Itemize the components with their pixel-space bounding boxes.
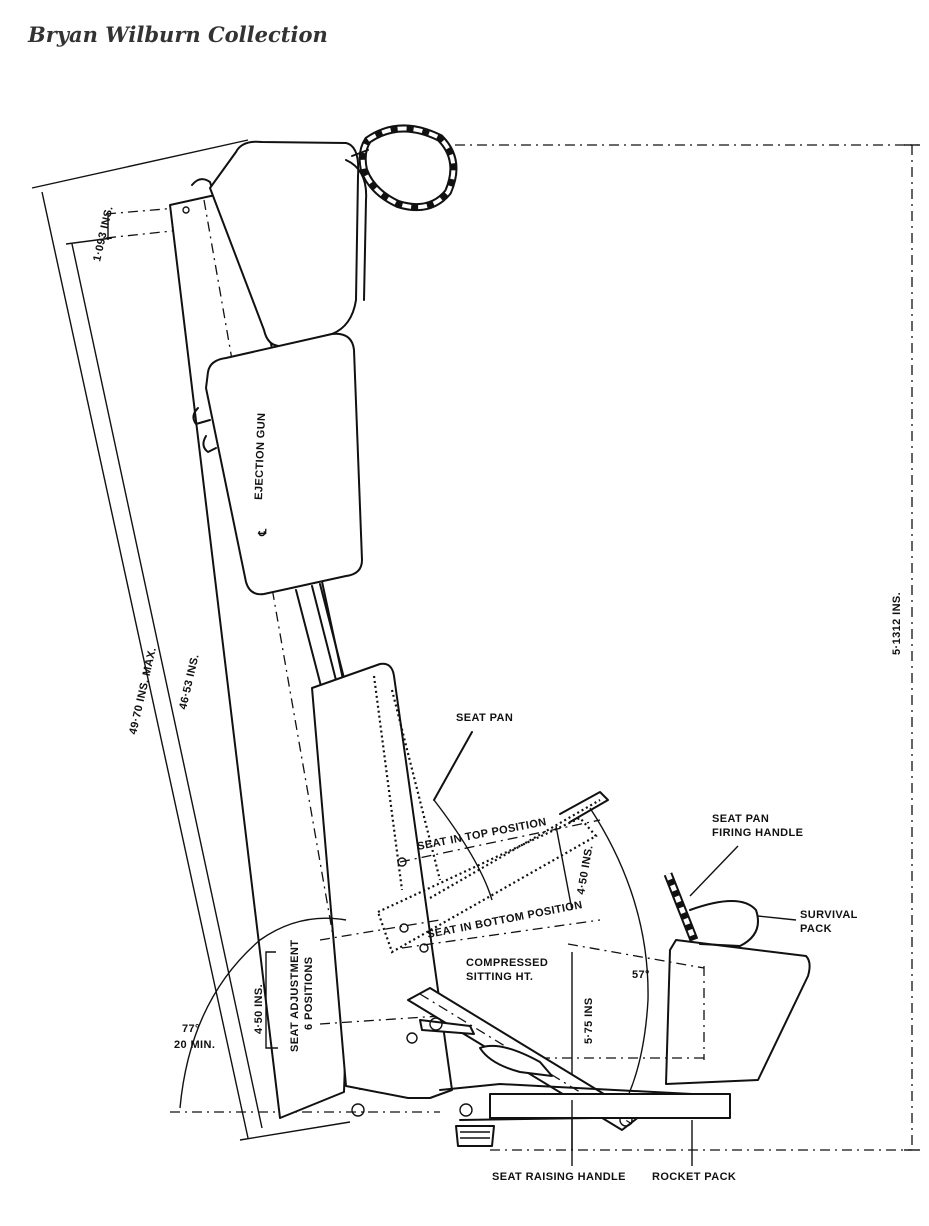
ejection-gun-housing: [205, 332, 363, 596]
seat-handle-top: [559, 791, 609, 823]
headbox-offset-label: 1·093 INS.: [91, 205, 115, 263]
seat-adjustment-label-2: 6 POSITIONS: [303, 957, 315, 1030]
survival-pack-label-2: PACK: [800, 923, 832, 935]
side-lug: [202, 435, 217, 453]
seat-pivot-bottom: [419, 943, 429, 953]
overall-max-dimension-line: [41, 191, 249, 1139]
centerline-symbol: ℄: [257, 528, 269, 537]
seat-pan-label: SEAT PAN: [456, 712, 513, 724]
handle-pivot: [406, 1032, 418, 1044]
seat-pan-dotted-outline: [376, 816, 598, 954]
face-blind-handle-mount: [351, 149, 369, 157]
survival-pack-cushion: [689, 900, 759, 947]
base-pivot: [351, 1103, 365, 1117]
watermark-text: Bryan Wilburn Collection: [27, 22, 328, 47]
overall-height-label: 5·1312 INS.: [891, 592, 903, 655]
firing-handle-label-2: FIRING HANDLE: [712, 827, 803, 839]
rocket-pack: [489, 1093, 731, 1119]
pan-top-line: [567, 943, 705, 969]
adjustment-reference-line: [319, 919, 441, 941]
face-blind-handle: [358, 124, 458, 211]
overall-max-tick-bottom: [239, 1121, 351, 1141]
adjustment-reference-line: [319, 1015, 441, 1025]
rail-bolt: [182, 206, 190, 214]
handle-grip: [479, 1044, 553, 1077]
seat-back-dotted: [372, 675, 404, 891]
base-pivot: [459, 1103, 473, 1117]
seat-pan-leader-curve: [433, 799, 493, 901]
rail-length-tick-top: [65, 237, 113, 245]
headbox: [209, 140, 360, 348]
recline-angle-label-1: 77°: [182, 1023, 200, 1035]
seat-adjustment-label-1: SEAT ADJUSTMENT: [289, 940, 301, 1052]
compressed-sitting-label-1: COMPRESSED: [466, 957, 548, 969]
survival-pack-label-1: SURVIVAL: [800, 909, 858, 921]
handle-pivot: [429, 1017, 443, 1031]
gun-tube: [311, 585, 339, 689]
pan-angle-label: 57°: [632, 969, 650, 981]
rocket-pack-label: ROCKET PACK: [652, 1171, 736, 1183]
seat-bucket: [311, 662, 453, 1099]
recline-angle-arc: [179, 917, 347, 1109]
rocket-nozzle: [455, 1125, 495, 1147]
seat-top-position-line: [399, 819, 601, 863]
survival-pack-leader: [757, 915, 797, 921]
ejection-gun-label: EJECTION GUN: [253, 412, 268, 500]
rail-length-label: 46·53 INS.: [177, 653, 201, 711]
firing-handle: [663, 872, 699, 942]
seat-travel-dimension: [555, 825, 573, 911]
headbox-offset-line-top: [105, 205, 201, 215]
headbox-offset-line-bottom: [105, 227, 201, 239]
face-blind-handle-stripes: [360, 126, 456, 209]
overall-max-tick-top: [31, 139, 249, 189]
seat-pan-leader: [433, 731, 473, 801]
recline-angle-label-2: 20 MIN.: [174, 1039, 215, 1051]
seat-pivot: [399, 923, 409, 933]
firing-handle-label-1: SEAT PAN: [712, 813, 769, 825]
firing-handle-leader: [689, 845, 739, 897]
adjustment-bracket: [265, 951, 278, 1049]
side-lug: [192, 407, 211, 425]
handle-linkage: [419, 1019, 475, 1035]
pan-height-label: 5·75 INS: [583, 997, 595, 1044]
rail-length-dimension-line: [71, 243, 263, 1129]
survival-pack-box: [665, 939, 811, 1085]
seat-pivot-top: [397, 857, 407, 867]
pan-angle-arc: [589, 807, 649, 1113]
gun-tube: [295, 589, 323, 691]
rail-top-fitting: [191, 178, 216, 199]
gun-tube: [319, 583, 347, 687]
seat-top-position-label: SEAT IN TOP POSITION: [416, 816, 547, 853]
seat-travel-label: 4·50 INS.: [575, 844, 596, 895]
seat-raising-handle-label: SEAT RAISING HANDLE: [492, 1171, 626, 1183]
compressed-sitting-label-2: SITTING HT.: [466, 971, 533, 983]
adjustment-travel-label: 4·50 INS.: [253, 984, 265, 1034]
